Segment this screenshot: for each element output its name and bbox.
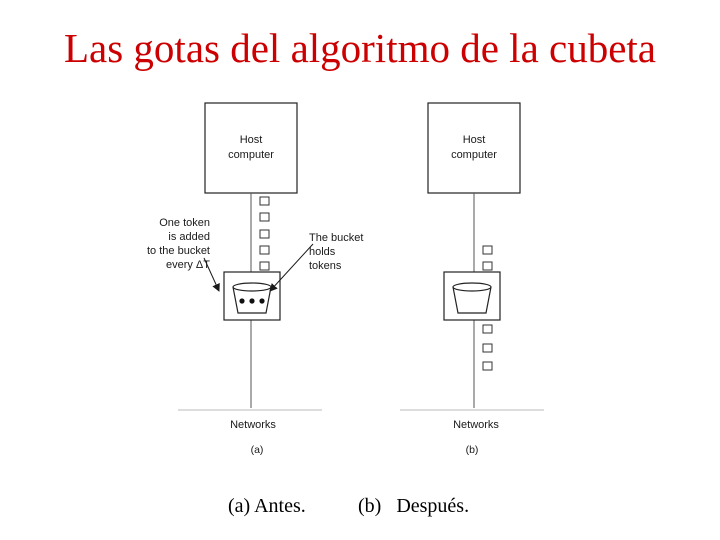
slide-title: Las gotas del algoritmo de la cubeta	[63, 25, 657, 71]
panel-b: Host computer Networks (b)	[400, 102, 544, 456]
svg-text:every ΔT: every ΔT	[166, 259, 210, 271]
svg-text:tokens: tokens	[309, 260, 342, 272]
bucket-icon-a	[232, 282, 272, 314]
host-label-line2-a: computer	[228, 149, 274, 161]
caption-a: (a) Antes.	[228, 495, 306, 517]
svg-text:to the bucket: to the bucket	[147, 245, 210, 257]
svg-text:One token: One token	[159, 217, 210, 229]
host-label-line2-b: computer	[451, 149, 497, 161]
caption-b: (b) Después.	[358, 495, 470, 517]
token-stack-a	[259, 196, 270, 271]
bucket-box-b	[443, 271, 501, 321]
svg-text:The bucket: The bucket	[309, 232, 363, 244]
token-stack-lower-b	[482, 324, 493, 371]
svg-text:is added: is added	[168, 231, 210, 243]
panel-a: Host computer One token is added to the …	[147, 102, 363, 456]
networks-label-a: Networks	[230, 419, 276, 431]
bucket-note-arrow	[269, 243, 314, 292]
panel-label-b: (b)	[466, 444, 479, 456]
bucket-box-a	[223, 271, 281, 321]
token-note-arrow	[203, 257, 220, 292]
host-label-line1-b: Host	[463, 134, 486, 146]
bucket-icon-b	[452, 282, 492, 314]
networks-label-b: Networks	[453, 419, 499, 431]
bucket-holds-note: The bucket holds tokens	[309, 232, 363, 272]
host-computer-box-b	[427, 102, 521, 194]
panel-label-a: (a)	[251, 444, 264, 456]
token-added-note: One token is added to the bucket every Δ…	[147, 217, 210, 271]
host-label-line1-a: Host	[240, 134, 263, 146]
host-computer-box-a	[204, 102, 298, 194]
svg-text:holds: holds	[309, 246, 336, 258]
token-stack-upper-b	[482, 245, 493, 271]
